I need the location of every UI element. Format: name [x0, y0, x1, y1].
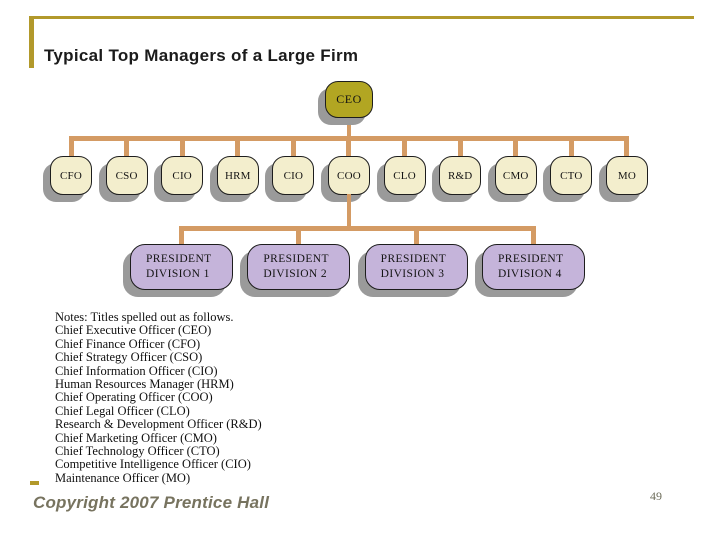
connector-stub	[568, 141, 574, 156]
page-number: 49	[650, 489, 662, 503]
org-node-cto: CTO	[550, 156, 593, 195]
note-line: Chief Finance Officer (CFO)	[55, 336, 201, 351]
connector-stub	[413, 231, 419, 244]
org-unit: CIO	[161, 141, 204, 195]
org-node-coo: COO	[327, 156, 370, 195]
org-unit: PRESIDENT DIVISION 3	[364, 231, 468, 290]
connector-level3-horizontal	[179, 226, 536, 231]
org-level3-row: PRESIDENT DIVISION 1 PRESIDENT DIVISION …	[130, 231, 585, 290]
note-line: Chief Information Officer (CIO)	[55, 363, 218, 378]
connector-stub	[124, 141, 130, 156]
president-line1: PRESIDENT	[146, 253, 212, 266]
president-line1: PRESIDENT	[497, 253, 564, 266]
org-unit: PRESIDENT DIVISION 2	[247, 231, 351, 290]
org-node-cfo: CFO	[50, 156, 92, 195]
org-unit: CSO	[105, 141, 148, 195]
note-line: Chief Technology Officer (CTO)	[55, 444, 220, 459]
org-unit: CIO	[272, 141, 315, 195]
org-unit: MO	[605, 141, 648, 195]
org-unit: PRESIDENT DIVISION 1	[130, 231, 233, 290]
org-node-ceo: CEO	[325, 81, 373, 118]
org-node-clo: CLO	[383, 156, 426, 195]
org-node-president-division-3: PRESIDENT DIVISION 3	[364, 244, 468, 290]
bullet-marker	[30, 481, 39, 485]
org-node-president-division-1: PRESIDENT DIVISION 1	[130, 244, 233, 290]
org-unit: PRESIDENT DIVISION 4	[481, 231, 585, 290]
connector-stub	[290, 141, 296, 156]
connector-stub	[457, 141, 463, 156]
connector-stub	[235, 141, 241, 156]
org-node-cio: CIO	[161, 156, 204, 195]
connector-stub	[513, 141, 519, 156]
slide-title: Typical Top Managers of a Large Firm	[44, 46, 359, 65]
note-line: Chief Legal Officer (CLO)	[55, 403, 190, 418]
connector-stub	[402, 141, 408, 156]
accent-line-horizontal	[30, 16, 694, 19]
org-node-rd: R&D	[439, 156, 482, 195]
note-line: Maintenance Officer (MO)	[55, 470, 191, 485]
org-unit: HRM	[216, 141, 259, 195]
notes-block: Notes: Titles spelled out as follows. Ch…	[55, 310, 262, 485]
org-unit: CLO	[383, 141, 426, 195]
org-unit: R&D	[439, 141, 482, 195]
org-level2-row: CFO CSO CIO HRM CIO COO CLO R&D CMO CTO …	[50, 141, 648, 195]
president-line2: DIVISION 2	[263, 268, 328, 280]
connector-stub	[530, 231, 536, 244]
president-line2: DIVISION 3	[380, 268, 445, 280]
connector-coo-drop	[347, 194, 351, 228]
connector-stub	[296, 231, 302, 244]
president-line2: DIVISION 1	[146, 268, 210, 280]
connector-stub	[179, 231, 184, 244]
note-line: Chief Marketing Officer (CMO)	[55, 430, 217, 445]
org-node-president-division-2: PRESIDENT DIVISION 2	[247, 244, 351, 290]
org-unit: CTO	[550, 141, 593, 195]
org-unit: COO	[327, 141, 370, 195]
org-node-cso: CSO	[105, 156, 148, 195]
note-line: Research & Development Officer (R&D)	[55, 417, 262, 432]
president-line1: PRESIDENT	[380, 253, 447, 266]
note-line: Human Resources Manager (HRM)	[55, 377, 234, 392]
connector-stub	[68, 141, 74, 156]
connector-stub	[624, 141, 630, 156]
org-node-cmo: CMO	[494, 156, 537, 195]
org-unit: CMO	[494, 141, 537, 195]
connector-level2-horizontal	[69, 136, 629, 141]
president-line2: DIVISION 4	[497, 268, 562, 280]
connector-ceo-drop	[347, 117, 351, 138]
org-node-hrm: HRM	[216, 156, 259, 195]
connector-stub	[346, 141, 352, 156]
note-line: Competitive Intelligence Officer (CIO)	[55, 457, 251, 472]
president-line1: PRESIDENT	[263, 253, 329, 266]
org-node-cio-2: CIO	[272, 156, 315, 195]
note-line: Chief Strategy Officer (CSO)	[55, 350, 203, 365]
note-line: Notes: Titles spelled out as follows.	[55, 310, 234, 324]
accent-line-vertical	[29, 16, 34, 68]
org-node-mo: MO	[605, 156, 648, 195]
copyright-footer: Copyright 2007 Prentice Hall	[33, 493, 270, 512]
org-node-president-division-4: PRESIDENT DIVISION 4	[481, 244, 585, 290]
org-unit: CFO	[50, 141, 92, 195]
note-line: Chief Executive Officer (CEO)	[55, 323, 212, 338]
note-line: Chief Operating Officer (COO)	[55, 390, 213, 405]
connector-stub	[179, 141, 185, 156]
